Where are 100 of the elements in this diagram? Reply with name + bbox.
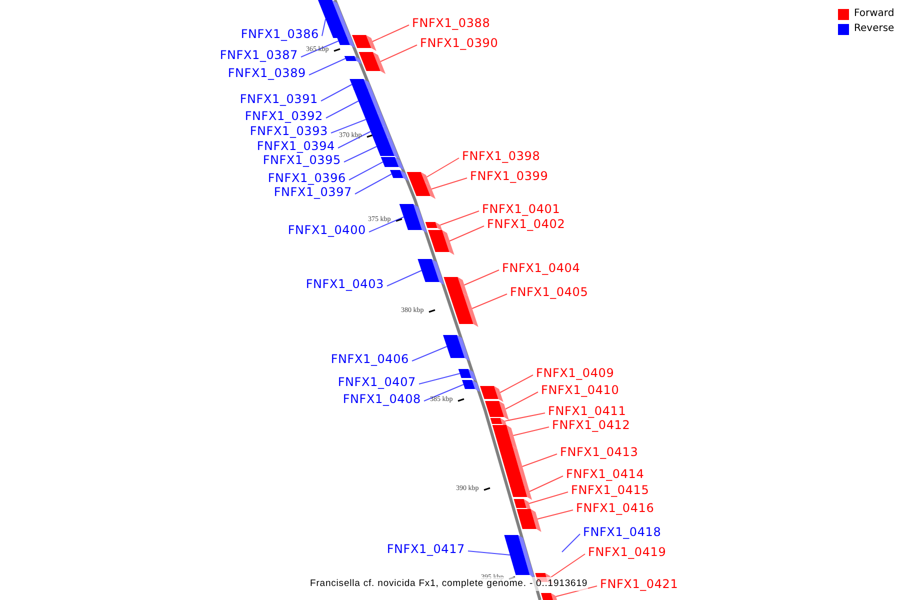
gene-block	[498, 446, 530, 490]
gene-block	[363, 113, 388, 129]
gene-block	[368, 126, 392, 140]
leader-line	[372, 24, 410, 42]
gene-block	[418, 259, 444, 285]
gene-label: FNFX1_0412	[552, 417, 630, 433]
gene-label: FNFX1_0403	[306, 276, 384, 292]
gene-block	[492, 425, 518, 449]
legend-label: Forward	[854, 8, 894, 20]
gene-label: FNFX1_0405	[510, 284, 588, 300]
gene-label: FNFX1_0389	[228, 65, 306, 81]
leader-line	[426, 158, 460, 178]
leader-line	[504, 412, 546, 422]
leader-line	[330, 119, 366, 134]
gene-block	[443, 335, 470, 361]
gene-label: FNFX1_0406	[330, 351, 409, 367]
gene-label: FNFX1_0397	[274, 184, 352, 200]
leader-line	[537, 510, 574, 520]
gene-block	[540, 593, 558, 600]
leader-line	[322, 18, 326, 36]
leader-line	[326, 100, 359, 118]
leader-line	[440, 210, 480, 226]
gene-label: FNFX1_0407	[338, 374, 416, 390]
gene-label: FNFX1_0413	[560, 444, 638, 460]
gene-block	[399, 204, 427, 233]
gene-block	[380, 157, 404, 170]
leader-line	[348, 162, 384, 180]
leader-line	[562, 534, 580, 552]
gene-block	[428, 230, 454, 255]
gene-label: FNFX1_0399	[470, 168, 548, 184]
gene-block	[406, 172, 430, 185]
gene-block	[425, 222, 442, 231]
gene-label: FNFX1_0411	[548, 403, 626, 419]
leader-line	[472, 294, 508, 309]
leader-line	[431, 178, 468, 190]
leader-line	[522, 454, 558, 467]
gene-block	[490, 418, 507, 427]
leader-line	[338, 131, 372, 148]
gene-block	[410, 182, 436, 199]
leader-line	[528, 492, 568, 504]
gene-label: FNFX1_0393	[250, 123, 328, 139]
gene-label: FNFX1_0394	[256, 138, 335, 154]
gene-block	[344, 56, 362, 64]
gene-label: FNFX1_0391	[240, 91, 318, 107]
gene-label: FNFX1_0398	[462, 148, 540, 164]
gene-label: FNFX1_0408	[342, 391, 421, 407]
gene-label: FNFX1_0401	[482, 201, 560, 217]
gene-label: FNFX1_0400	[288, 222, 366, 238]
gene-block	[352, 35, 376, 51]
gene-block	[336, 37, 356, 48]
leader-line	[449, 226, 484, 242]
leader-line	[424, 384, 464, 402]
gene-label: FNFX1_0415	[571, 482, 650, 498]
gene-label: FNFX1_0418	[583, 524, 662, 540]
leader-line	[412, 346, 448, 362]
leader-line	[344, 146, 378, 162]
leader-line	[512, 426, 550, 436]
gene-block	[358, 52, 386, 74]
gene-label: FNFX1_0402	[487, 216, 566, 232]
gene-label: FNFX1_0396	[268, 170, 346, 186]
gene-label: FNFX1_0388	[412, 15, 490, 31]
gene-block	[390, 170, 408, 181]
legend-label: Reverse	[854, 23, 894, 35]
leader-line	[529, 476, 564, 492]
leader-line	[468, 550, 510, 556]
gene-label: FNFX1_0419	[588, 544, 666, 560]
gene-block	[510, 486, 532, 500]
gene-label: FNFX1_0387	[220, 47, 298, 63]
gene-block	[462, 380, 480, 392]
gene-block	[350, 79, 374, 93]
gene-label: FNFX1_0404	[502, 260, 580, 276]
gene-block	[372, 137, 400, 159]
leader-line	[464, 270, 500, 286]
gene-block	[354, 89, 382, 116]
gene-label: FNFX1_0386	[240, 26, 319, 42]
leader-line	[368, 216, 404, 232]
leader-line	[308, 58, 346, 76]
leader-line	[300, 40, 339, 58]
leader-line	[320, 84, 352, 102]
gene-label: FNFX1_0409	[536, 365, 614, 381]
gene-block	[458, 369, 476, 381]
leader-line	[386, 270, 422, 286]
gene-block	[318, 0, 352, 41]
gene-label: FNFX1_0421	[600, 576, 678, 592]
leader-line	[354, 174, 392, 194]
gene-label: FNFX1_0392	[244, 108, 323, 124]
gene-block	[504, 535, 535, 578]
gene-block	[516, 509, 542, 532]
gene-label: FNFX1_0395	[262, 152, 341, 168]
leader-line	[500, 374, 534, 393]
gene-label: FNFX1_0410	[541, 382, 620, 398]
leader-line	[380, 44, 418, 62]
leader-line	[418, 373, 460, 384]
gene-label: FNFX1_0416	[576, 500, 654, 516]
gene-block	[480, 386, 504, 402]
gene-label: FNFX1_0414	[566, 466, 644, 482]
gene-block	[444, 277, 468, 296]
leader-line	[550, 554, 586, 578]
gene-label: FNFX1_0390	[420, 35, 498, 51]
gene-label: FNFX1_0417	[386, 541, 465, 557]
